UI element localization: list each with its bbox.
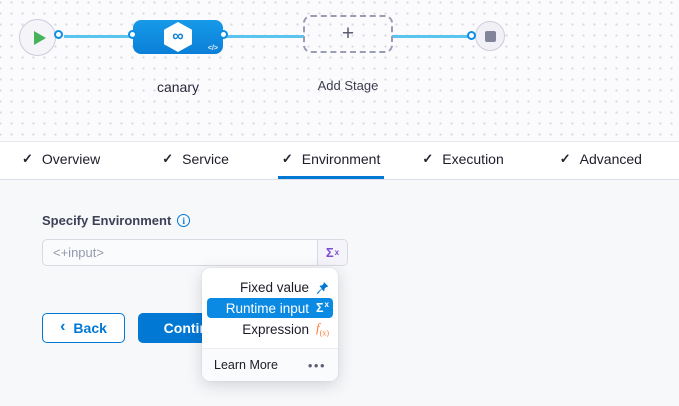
code-icon: </> (207, 45, 218, 52)
tab-service[interactable]: ✓ Service (158, 142, 233, 179)
connector-port (467, 31, 476, 40)
sigma-sup: x (334, 247, 340, 257)
play-icon (33, 30, 46, 45)
check-icon: ✓ (281, 151, 293, 166)
stage-name-label: canary (156, 79, 200, 95)
menu-item-label: Expression (242, 321, 310, 337)
tab-label: Advanced (579, 151, 642, 167)
dropdown-footer: Learn More ••• (202, 348, 338, 381)
tab-label: Overview (41, 151, 101, 167)
menu-item-fixed-value[interactable]: Fixed value (202, 277, 338, 297)
menu-item-label: Runtime input (225, 300, 310, 316)
add-stage-label: Add Stage (317, 78, 379, 93)
value-type-dropdown: Fixed value Runtime input Σx Expression … (202, 268, 338, 381)
pin-icon (316, 281, 329, 294)
menu-item-expression[interactable]: Expression f(x) (202, 319, 338, 339)
connector-port (128, 30, 137, 39)
tab-label: Execution (442, 151, 504, 167)
check-icon: ✓ (422, 151, 434, 166)
connector-line (64, 35, 130, 38)
environment-tab-panel: Specify Environment i Σx ‹ Back Continue… (0, 180, 679, 406)
specify-environment-label: Specify Environment i (42, 213, 191, 228)
connector-line (226, 35, 304, 38)
connector-line (392, 35, 469, 38)
learn-more-link[interactable]: Learn More (214, 358, 278, 372)
field-label-text: Specify Environment (42, 213, 172, 228)
stop-icon (484, 30, 496, 42)
canary-deployment-icon: ∞ (164, 22, 192, 52)
back-button-label: Back (73, 320, 107, 336)
pipeline-start-node[interactable] (19, 19, 56, 56)
check-icon: ✓ (22, 151, 33, 166)
tab-execution[interactable]: ✓ Execution (418, 142, 507, 179)
menu-item-runtime-input[interactable]: Runtime input Σx (207, 298, 333, 318)
plus-icon: + (341, 22, 355, 45)
stage-node-canary[interactable]: ∞ </> (133, 20, 223, 54)
chevron-left-icon: ‹ (60, 318, 66, 335)
fx-icon: f(x) (316, 320, 329, 338)
stage-tabbar: ✓ Overview ✓ Service ✓ Environment ✓ Exe… (0, 142, 679, 180)
connector-port (54, 30, 63, 39)
tab-advanced[interactable]: ✓ Advanced (556, 142, 646, 179)
tab-label: Environment (301, 151, 381, 167)
info-icon[interactable]: i (177, 214, 191, 227)
tab-environment[interactable]: ✓ Environment (277, 142, 385, 179)
sigma-icon: Σx (316, 299, 329, 316)
back-button[interactable]: ‹ Back (42, 313, 125, 343)
menu-item-label: Fixed value (239, 279, 309, 295)
connector-port (219, 30, 228, 39)
check-icon: ✓ (559, 151, 571, 166)
dropdown-items: Fixed value Runtime input Σx Expression … (202, 268, 338, 348)
environment-input[interactable] (43, 240, 317, 265)
tab-overview[interactable]: ✓ Overview (18, 142, 104, 179)
pipeline-canvas: ∞ </> canary + Add Stage (0, 0, 679, 142)
pipeline-end-node[interactable] (475, 21, 505, 51)
environment-input-group: Σx (42, 239, 348, 266)
check-icon: ✓ (162, 151, 174, 166)
add-stage-button[interactable]: + (303, 15, 393, 53)
more-options-icon[interactable]: ••• (307, 357, 326, 373)
tab-label: Service (182, 151, 229, 167)
sigma-icon: Σ (325, 245, 334, 260)
